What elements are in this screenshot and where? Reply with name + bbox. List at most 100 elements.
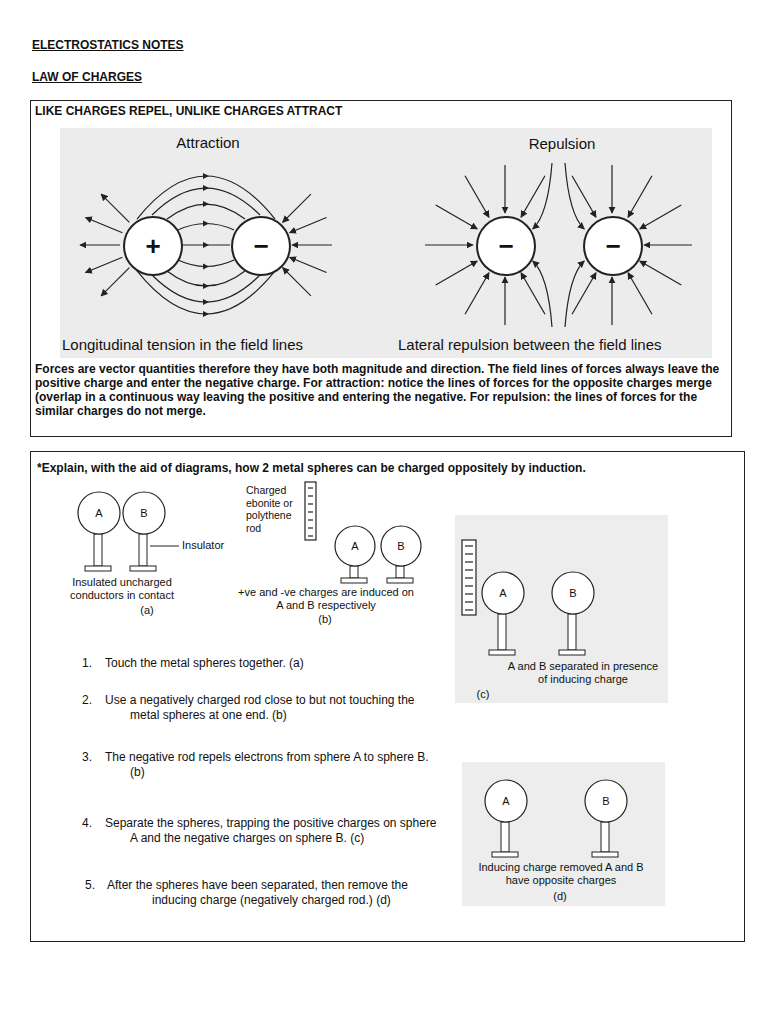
field-line [640,205,682,229]
circle-outline [381,526,421,566]
circle-outline [232,217,290,275]
field-line [152,188,260,215]
step-number: 3. [82,750,102,764]
rod-charge-mark [308,527,313,528]
box-body: Forces are vector quantities therefore t… [35,362,729,418]
circle-outline [124,217,182,275]
field-line [465,273,489,315]
sphere-label: B [569,587,576,599]
metal-sphere: B [584,779,628,823]
field-line [565,163,584,229]
rod-charge-mark [465,577,473,578]
scan-background [462,762,665,906]
rod-charge-mark [465,569,473,570]
figure-number: (d) [547,890,573,903]
figure-caption: Insulated uncharged conductors in contac… [66,576,178,602]
field-line [283,194,311,222]
charge-sign: + [145,231,160,262]
field-line [572,176,596,218]
circle-outline [485,780,527,822]
scan-background [455,515,668,703]
charge-sign: − [253,231,268,262]
field-line [504,165,505,213]
figure-number: (a) [134,604,160,617]
circle-outline [123,492,165,534]
charge-sign: − [605,231,620,262]
field-line [521,176,545,218]
rod-charge-mark [465,545,473,546]
insulating-stand [350,566,358,578]
field-line [101,194,129,222]
field-line [85,257,122,272]
insulating-stand [139,534,147,566]
charged-rod [305,482,316,540]
metal-sphere: B [380,525,422,567]
rod-charge-mark [308,519,313,520]
figure-number: (b) [312,613,338,626]
circle-outline [552,572,594,614]
rod-charge-mark [465,609,473,610]
rod-charge-mark [465,553,473,554]
field-line [572,273,596,315]
figure-caption: A and B separated in presence of inducin… [504,660,662,686]
field-line [80,244,120,245]
figure-caption: +ve and -ve charges are induced on A and… [236,586,416,612]
figure-caption: Longitudinal tension in the field lines [62,336,382,354]
leader-line [150,546,179,547]
rod-charge-mark [308,511,313,512]
part-label: Insulator [182,539,252,552]
sphere-label: A [351,540,358,552]
scan-background [60,128,712,358]
note-box: LIKE CHARGES REPEL, UNLIKE CHARGES ATTRA… [30,100,732,437]
section-heading: LAW OF CHARGES [32,70,232,84]
figure-number: (c) [470,688,496,701]
rod-charge-mark [308,487,313,488]
metal-sphere: A [481,571,525,615]
field-line [290,257,327,272]
sphere-label: B [397,540,404,552]
field-line [290,217,327,232]
arrow-head [203,173,209,179]
circle-outline [477,217,535,275]
insulating-stand [568,614,576,650]
metal-sphere: B [551,571,595,615]
box-heading: *Explain, with the aid of diagrams, how … [37,461,737,475]
box-heading: LIKE CHARGES REPEL, UNLIKE CHARGES ATTRA… [35,104,725,118]
sphere-label: A [95,507,102,519]
charge-sign: − [498,231,513,262]
rod-charge-mark [308,503,313,504]
arrow-head [203,221,209,227]
field-line [152,275,260,302]
step-text: The negative rod repels electrons from s… [105,750,440,780]
stand-base [341,578,367,583]
arrow-head [203,299,209,305]
insulating-stand [498,614,506,650]
insulating-stand [601,822,609,852]
field-line [283,268,311,296]
field-line [137,176,275,219]
field-line [137,271,275,314]
sphere-label: B [140,507,147,519]
arrow-head [203,283,209,289]
sphere-label: A [499,587,506,599]
arrow-head [203,185,209,191]
rod-charge-mark [465,561,473,562]
stand-base [492,852,518,857]
step-number: 5. [85,878,105,892]
figure-title: Repulsion [512,135,612,153]
charge-circle: − [476,216,536,276]
metal-sphere: A [334,525,376,567]
rod-charge-mark [465,601,473,602]
arrow-head [203,201,209,207]
field-line [167,204,245,219]
field-line [533,261,552,327]
field-line [628,273,652,315]
circle-outline [335,526,375,566]
field-line [436,261,478,285]
field-line [611,165,612,213]
field-line [611,277,612,325]
field-line [85,217,122,232]
insulating-stand [501,822,509,852]
arrow-head [203,264,209,270]
